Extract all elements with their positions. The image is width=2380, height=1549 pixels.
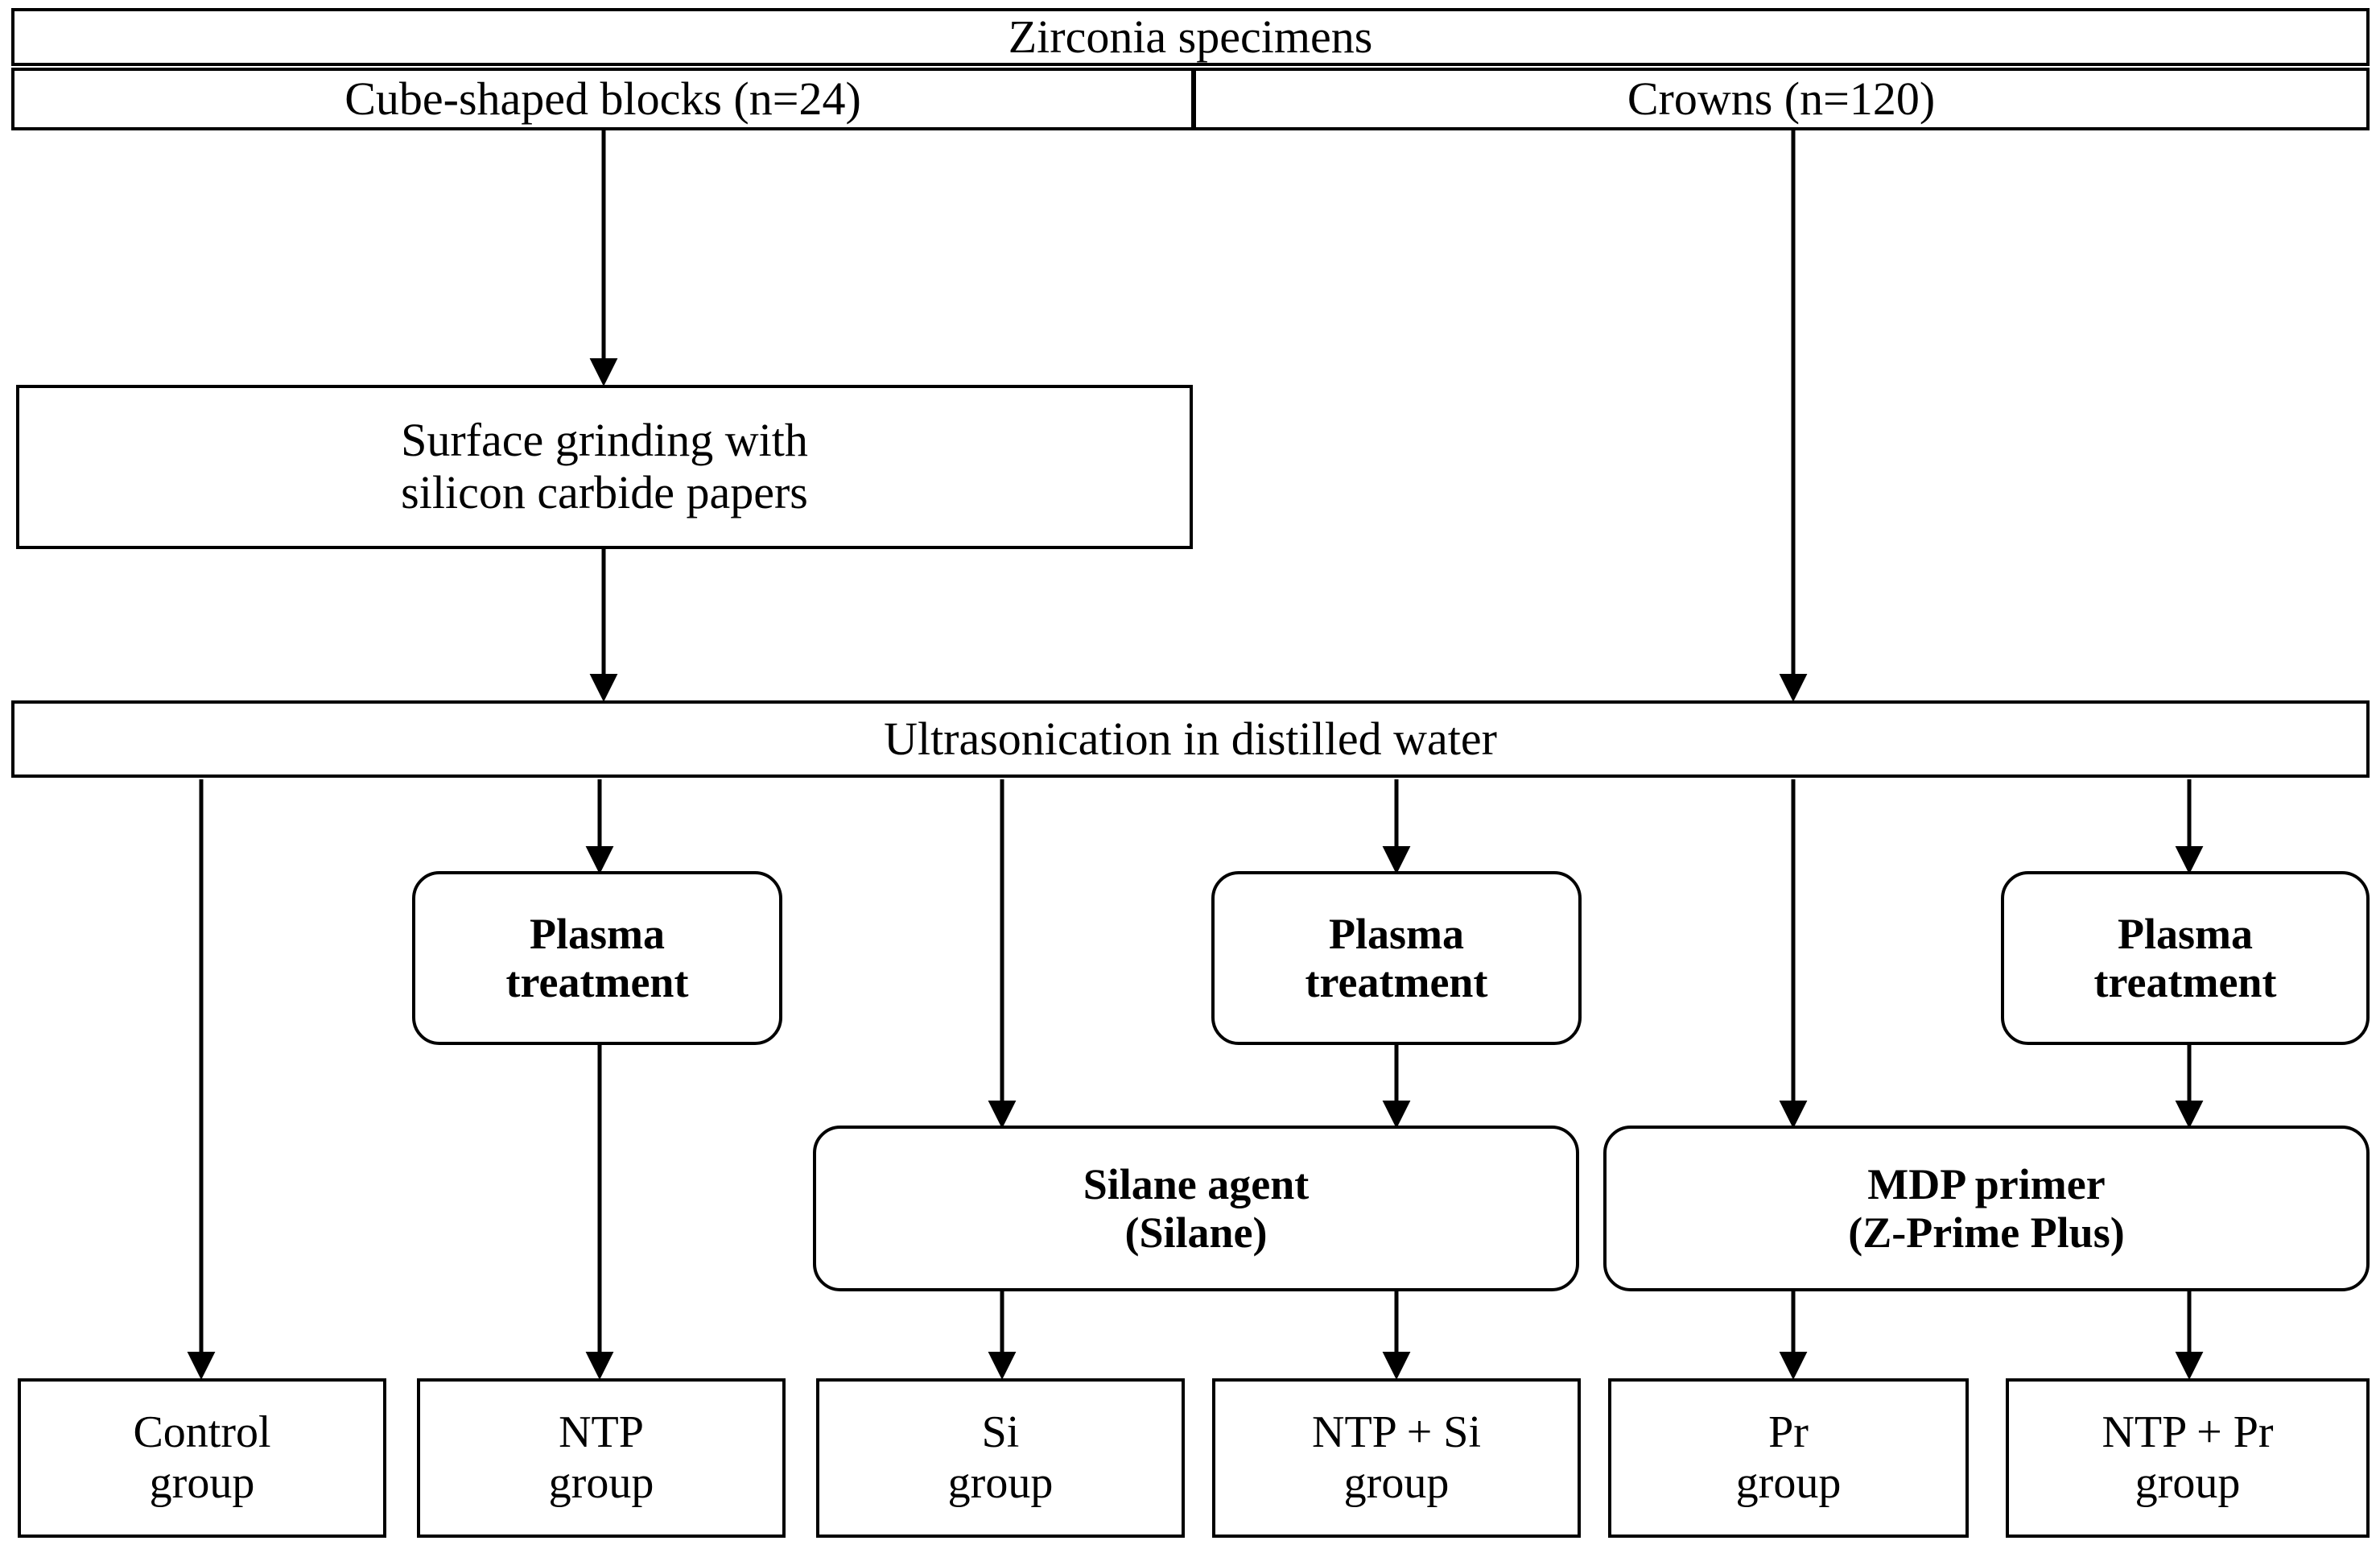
node-group-ntp-pr-line2: group — [2135, 1458, 2241, 1508]
node-silane-agent-line2: (Silane) — [1124, 1208, 1268, 1257]
node-cube-shaped-blocks-label: Cube-shaped blocks (n=24) — [344, 72, 861, 125]
node-crowns-label: Crowns (n=120) — [1627, 72, 1936, 125]
node-plasma-treatment-3-line1: Plasma — [2118, 909, 2253, 958]
node-plasma-treatment-3-line2: treatment — [2093, 958, 2277, 1006]
node-group-pr-line1: Pr — [1768, 1407, 1809, 1458]
node-silane-agent-line1: Silane agent — [1083, 1159, 1310, 1208]
node-mdp-primer: MDP primer (Z-Prime Plus) — [1603, 1126, 2370, 1291]
node-plasma-treatment-2: Plasma treatment — [1211, 871, 1582, 1045]
node-group-ntp-line1: NTP — [559, 1407, 644, 1458]
node-plasma-treatment-2-line1: Plasma — [1329, 909, 1464, 958]
node-plasma-treatment-1-line2: treatment — [505, 958, 689, 1006]
node-group-ntp-pr: NTP + Pr group — [2006, 1378, 2370, 1538]
node-group-pr: Pr group — [1608, 1378, 1969, 1538]
node-zirconia-specimens: Zirconia specimens — [11, 8, 2370, 66]
node-plasma-treatment-2-line2: treatment — [1305, 958, 1488, 1006]
node-surface-grinding: Surface grinding with silicon carbide pa… — [16, 385, 1193, 549]
node-mdp-primer-line1: MDP primer — [1867, 1159, 2106, 1208]
node-group-ntp-si-line2: group — [1343, 1458, 1450, 1508]
node-plasma-treatment-3: Plasma treatment — [2001, 871, 2370, 1045]
node-group-ntp: NTP group — [417, 1378, 786, 1538]
node-group-pr-line2: group — [1735, 1458, 1842, 1508]
node-group-si-line1: Si — [981, 1407, 1020, 1458]
node-group-ntp-si-line1: NTP + Si — [1312, 1407, 1481, 1458]
node-group-control: Control group — [18, 1378, 386, 1538]
node-surface-grinding-line2: silicon carbide papers — [401, 466, 808, 518]
node-group-control-line2: group — [149, 1458, 255, 1508]
node-plasma-treatment-1-line1: Plasma — [530, 909, 665, 958]
node-zirconia-specimens-label: Zirconia specimens — [1008, 10, 1373, 63]
node-silane-agent: Silane agent (Silane) — [813, 1126, 1579, 1291]
node-ultrasonication-label: Ultrasonication in distilled water — [884, 712, 1497, 765]
node-group-control-line1: Control — [133, 1407, 271, 1458]
node-cube-shaped-blocks: Cube-shaped blocks (n=24) — [11, 68, 1194, 130]
node-group-ntp-line2: group — [548, 1458, 654, 1508]
node-mdp-primer-line2: (Z-Prime Plus) — [1848, 1208, 2125, 1257]
node-ultrasonication: Ultrasonication in distilled water — [11, 700, 2370, 778]
node-group-ntp-si: NTP + Si group — [1212, 1378, 1581, 1538]
node-plasma-treatment-1: Plasma treatment — [412, 871, 782, 1045]
node-group-ntp-pr-line1: NTP + Pr — [2102, 1407, 2274, 1458]
node-crowns: Crowns (n=120) — [1193, 68, 2370, 130]
node-surface-grinding-line1: Surface grinding with — [401, 414, 808, 467]
node-group-si-line2: group — [947, 1458, 1054, 1508]
node-group-si: Si group — [816, 1378, 1185, 1538]
